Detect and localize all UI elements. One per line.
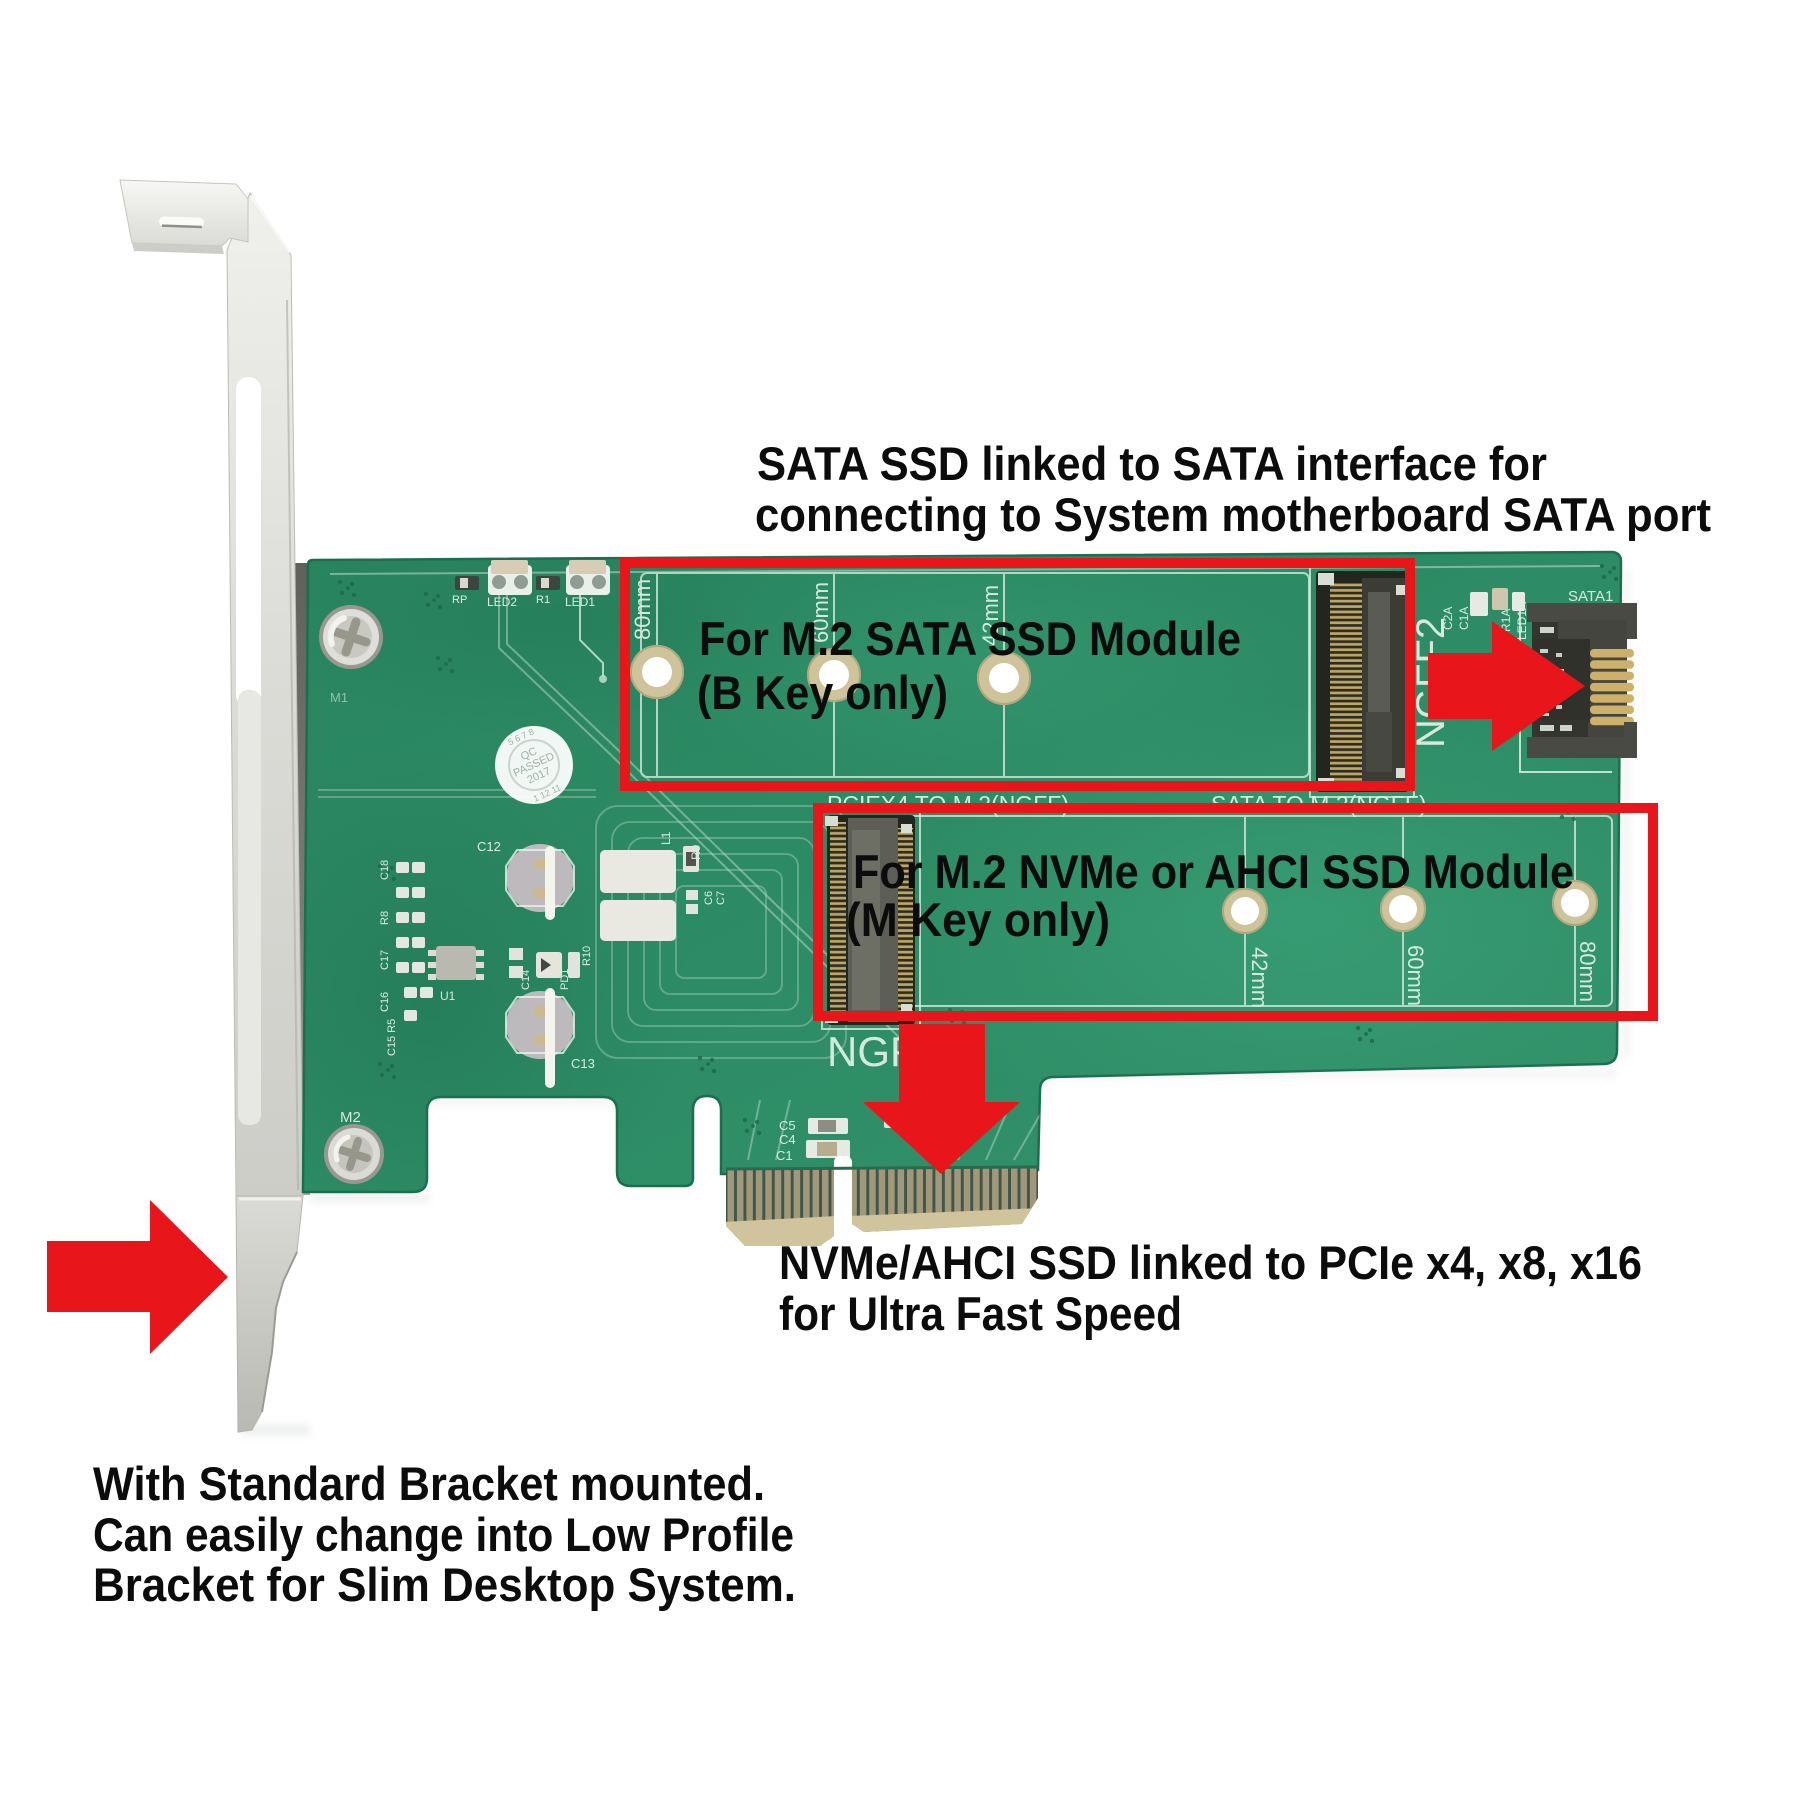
svg-text:For M.2 SATA SSD Module: For M.2 SATA SSD Module: [699, 612, 1241, 665]
svg-text:80mm: 80mm: [1575, 941, 1600, 1002]
svg-text:(B Key only): (B Key only): [697, 666, 948, 719]
svg-text:R9: R9: [689, 844, 703, 860]
svg-text:C16: C16: [379, 992, 391, 1012]
svg-text:With Standard Bracket mounted.: With Standard Bracket mounted.: [93, 1457, 765, 1510]
svg-text:C4: C4: [779, 1132, 796, 1147]
svg-text:SATA1: SATA1: [1568, 588, 1613, 605]
svg-text:42mm: 42mm: [978, 585, 1003, 646]
svg-text:Bracket for Slim Desktop Syste: Bracket for Slim Desktop System.: [93, 1558, 796, 1611]
svg-text:60mm: 60mm: [1403, 945, 1428, 1006]
svg-text:PD1: PD1: [559, 969, 571, 990]
svg-text:LED2: LED2: [487, 595, 517, 609]
svg-text:42mm: 42mm: [1247, 947, 1272, 1008]
svg-text:C1: C1: [776, 1148, 793, 1163]
svg-text:connecting to System motherboa: connecting to System motherboard SATA po…: [755, 488, 1711, 541]
svg-text:60mm: 60mm: [808, 582, 833, 643]
svg-text:U1: U1: [440, 989, 456, 1003]
svg-text:(M Key only): (M Key only): [846, 893, 1110, 946]
svg-text:Can easily change into Low Pro: Can easily change into Low Profile: [93, 1508, 794, 1561]
svg-text:R10: R10: [581, 946, 593, 966]
svg-text:LED1: LED1: [565, 595, 595, 609]
svg-text:For M.2 NVMe or AHCI SSD Modul: For M.2 NVMe or AHCI SSD Module: [853, 845, 1574, 898]
svg-text:SATA SSD linked to SATA interf: SATA SSD linked to SATA interface for: [757, 437, 1547, 490]
svg-text:C18: C18: [379, 860, 391, 880]
svg-text:for Ultra Fast Speed: for Ultra Fast Speed: [779, 1287, 1182, 1340]
svg-text:C17: C17: [379, 950, 391, 970]
svg-text:C14: C14: [520, 970, 532, 990]
svg-text:C5: C5: [779, 1118, 796, 1133]
svg-text:C12: C12: [477, 839, 501, 854]
svg-text:C6: C6: [703, 891, 715, 905]
svg-text:80mm: 80mm: [630, 579, 655, 640]
svg-text:C1A: C1A: [1457, 607, 1471, 630]
svg-text:R8: R8: [379, 911, 391, 925]
svg-text:C13: C13: [571, 1056, 595, 1071]
svg-text:NVMe/AHCI SSD linked to PCIe x: NVMe/AHCI SSD linked to PCIe x4, x8, x16: [779, 1236, 1642, 1289]
svg-text:M2: M2: [340, 1109, 361, 1126]
svg-text:M1: M1: [330, 690, 348, 705]
svg-text:C2A: C2A: [1441, 607, 1455, 630]
svg-text:C7: C7: [715, 891, 727, 905]
svg-text:LED1A: LED1A: [1515, 602, 1529, 640]
svg-text:RP: RP: [452, 594, 467, 606]
svg-text:C15 R5: C15 R5: [386, 1019, 398, 1056]
svg-text:L1: L1: [659, 831, 673, 845]
svg-text:R1: R1: [536, 594, 550, 606]
svg-text:R1A: R1A: [1499, 609, 1513, 632]
